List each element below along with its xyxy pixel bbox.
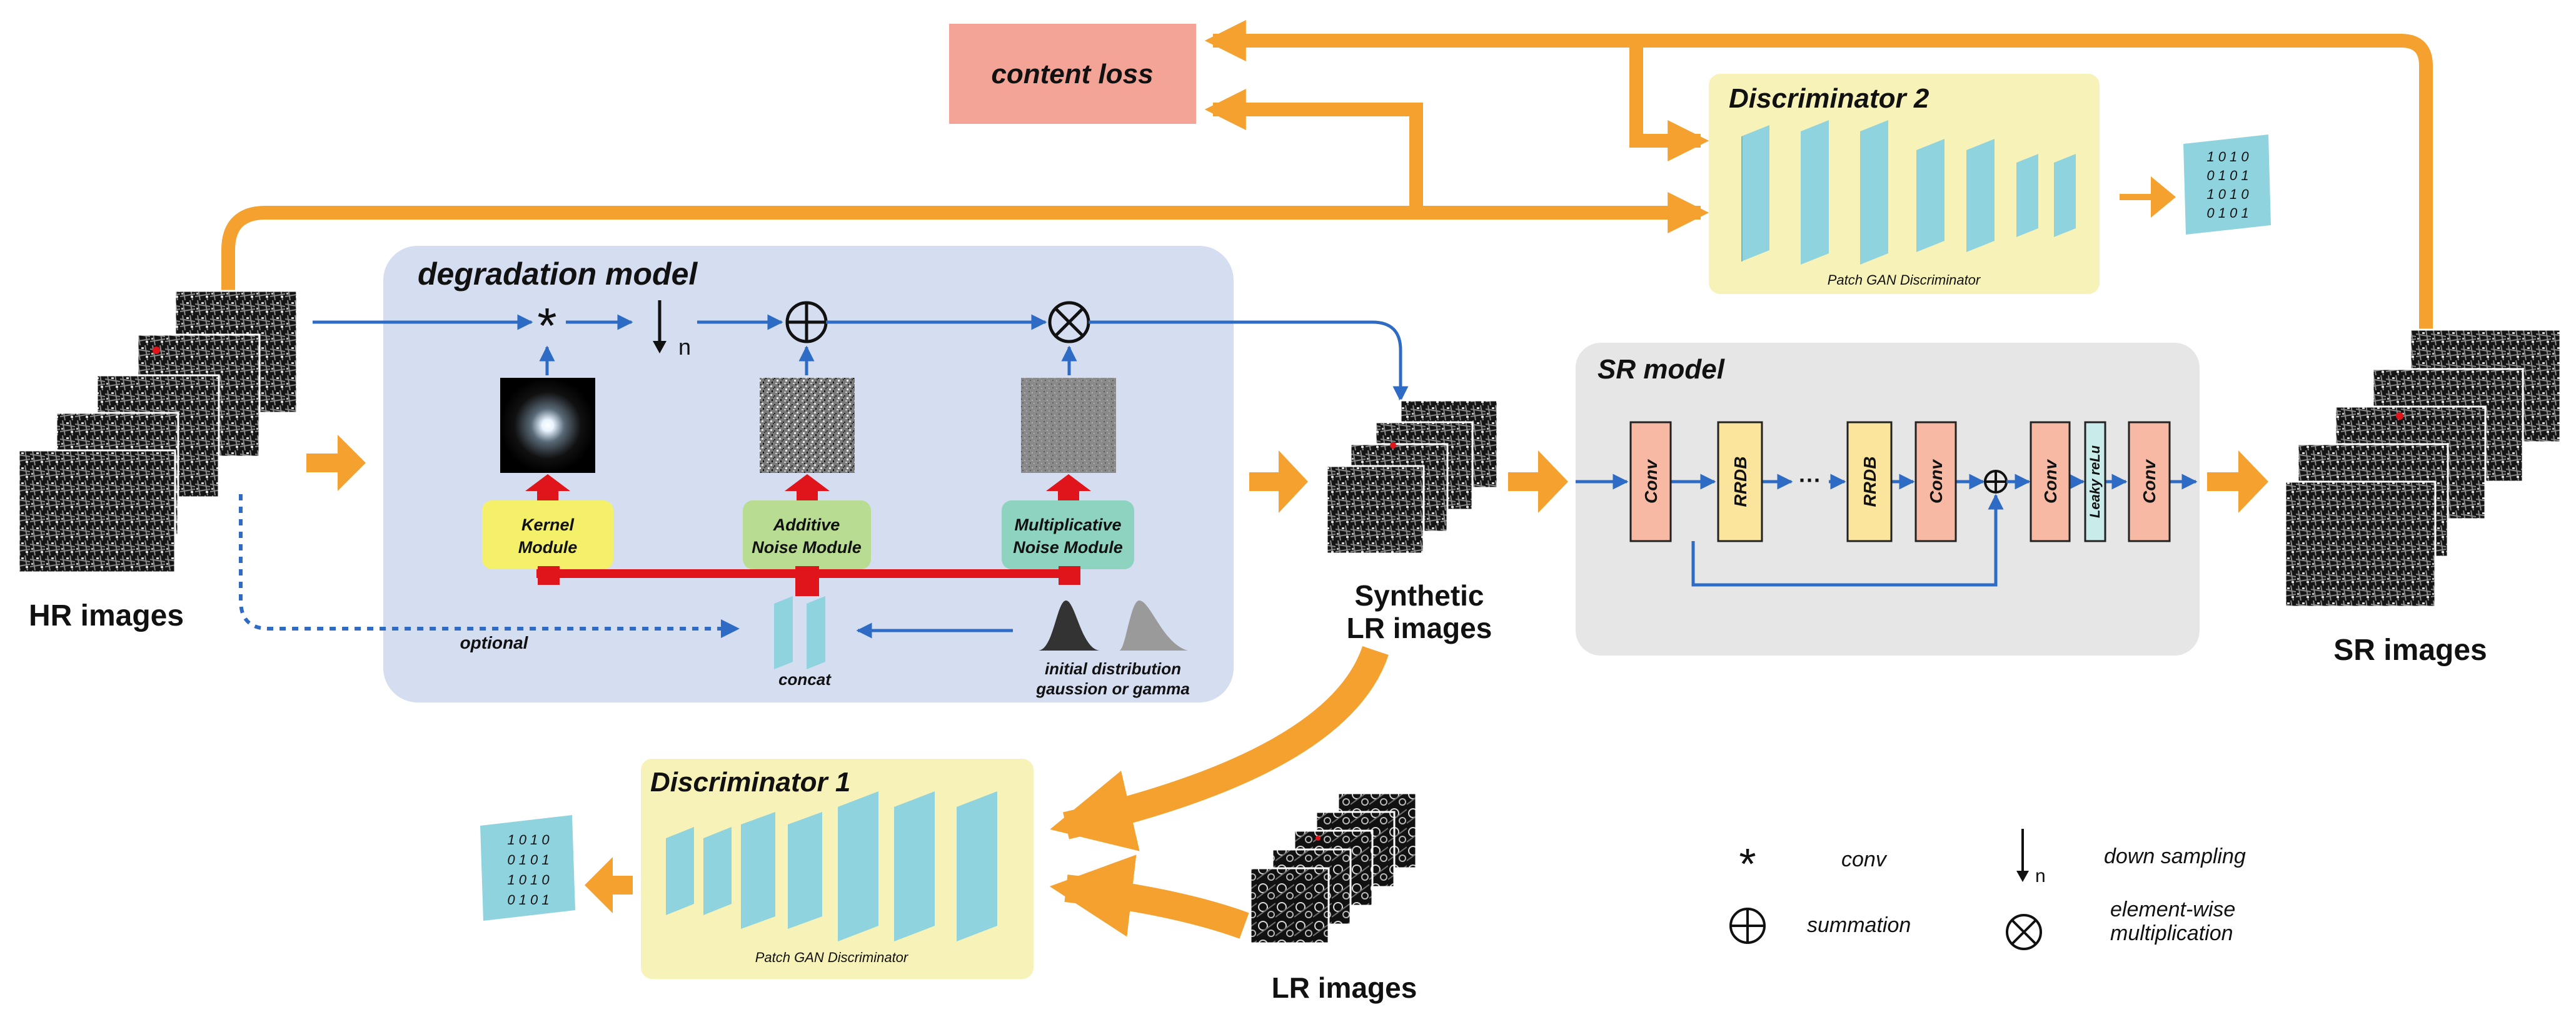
discriminator-2-layers — [1741, 120, 2076, 265]
svg-text:Leaky reLu: Leaky reLu — [2087, 445, 2103, 518]
content-loss-label: content loss — [991, 59, 1153, 89]
discriminator-1-caption: Patch GAN Discriminator — [755, 950, 909, 965]
lr-images-label: LR images — [1272, 971, 1417, 1004]
discriminator-2-title: Discriminator 2 — [1729, 83, 1929, 114]
svg-text:1 0 1 0: 1 0 1 0 — [2206, 149, 2249, 165]
hr-to-degradation-arrow — [306, 435, 366, 491]
svg-text:0 1 0 1: 0 1 0 1 — [2206, 168, 2248, 183]
svg-text:Conv: Conv — [1926, 459, 1946, 504]
sr-block-conv-2: Conv — [1914, 421, 1957, 542]
sr-block-conv-4: Conv — [2128, 421, 2171, 542]
legend-multiply-icon — [2006, 914, 2042, 950]
init-dist-sub-label: gaussion or gamma — [1035, 679, 1190, 698]
sr-images-stack — [2284, 328, 2562, 608]
sr-sum-icon — [1984, 470, 2008, 494]
legend-sum-icon — [1729, 908, 1766, 944]
svg-text:Additive: Additive — [773, 515, 840, 534]
svg-text:n: n — [2035, 866, 2046, 886]
concat-label: concat — [778, 670, 832, 689]
downsample-operator-icon: n — [653, 300, 691, 360]
discriminator-1-layers — [666, 791, 997, 941]
hr-images-stack — [18, 290, 298, 574]
svg-text:Conv: Conv — [2041, 459, 2060, 504]
distribution-curves-icon — [1038, 601, 1188, 651]
sr-images-label: SR images — [2333, 634, 2487, 667]
svg-text:Module: Module — [518, 538, 578, 557]
concat-block — [774, 596, 825, 669]
svg-text:0 1 0 1: 0 1 0 1 — [2206, 205, 2248, 221]
svg-text:Conv: Conv — [1641, 459, 1661, 504]
svg-text:0 1 0 1: 0 1 0 1 — [507, 892, 549, 908]
legend-downsample-icon: n — [2016, 829, 2046, 886]
multiplicative-noise-image — [1021, 378, 1116, 473]
legend-summation-label: summation — [1807, 913, 1911, 937]
synthetic-lr-label: Synthetic — [1354, 579, 1484, 612]
sr-block-rrdb-2: RRDB — [1846, 421, 1893, 542]
d2-output-arrow — [2120, 176, 2176, 218]
init-dist-label: initial distribution — [1045, 659, 1181, 678]
svg-text:RRDB: RRDB — [1860, 457, 1879, 507]
svg-text:Noise Module: Noise Module — [1013, 538, 1123, 557]
svg-text:Kernel: Kernel — [521, 515, 575, 534]
lr-to-sr-arrow — [1508, 450, 1568, 513]
multiplicative-noise-module: Multiplicative Noise Module — [1002, 500, 1134, 569]
discriminator-2: Discriminator 2 Patch GAN Discriminator — [1709, 74, 2100, 294]
sr-model: SR model ··· Conv RRDB RRDB — [1576, 343, 2200, 656]
synthetic-to-d1-arrow — [1050, 646, 1389, 851]
discriminator-2-caption: Patch GAN Discriminator — [1828, 272, 1981, 288]
legend-conv-label: conv — [1841, 848, 1888, 871]
svg-text:1 0 1 0: 1 0 1 0 — [2206, 186, 2249, 202]
legend-down-sampling-label: down sampling — [2104, 844, 2246, 868]
content-loss-box: content loss — [949, 24, 1196, 124]
d1-output-arrow — [585, 857, 633, 913]
sr-block-conv-1: Conv — [1629, 421, 1672, 542]
lr-images-stack — [1249, 792, 1417, 945]
synthetic-lr-label-2: LR images — [1347, 612, 1492, 644]
additive-noise-module: Additive Noise Module — [743, 500, 871, 569]
degradation-model: degradation model * n — [313, 246, 1409, 702]
additive-noise-image — [760, 378, 855, 473]
sr-skip-connection — [1691, 494, 2004, 587]
synthetic-lr-stack — [1326, 399, 1499, 555]
discriminator-1: Discriminator 1 Patch GAN Discriminator — [641, 759, 1034, 979]
svg-text:Conv: Conv — [2140, 459, 2159, 504]
patch-grid-output-2: 1 0 1 0 0 1 0 1 1 0 1 0 0 1 0 1 — [2183, 134, 2271, 235]
sr-to-output-arrow — [2207, 450, 2268, 513]
sr-block-rrdb-1: RRDB — [1717, 421, 1763, 542]
legend-elementwise-label: element-wise — [2110, 898, 2235, 921]
sr-block-leaky-relu: Leaky reLu — [2084, 421, 2106, 542]
optional-label: optional — [460, 633, 529, 652]
sr-ellipsis: ··· — [1799, 467, 1821, 493]
svg-text:Multiplicative: Multiplicative — [1014, 515, 1121, 534]
sum-operator-icon — [785, 301, 828, 343]
noise-distribution-bus — [536, 566, 1080, 596]
kernel-module: Kernel Module — [482, 500, 613, 569]
conv-operator-icon: * — [537, 298, 556, 353]
svg-text:RRDB: RRDB — [1731, 457, 1750, 507]
sr-model-title: SR model — [1597, 354, 1725, 385]
orange-connectors — [221, 20, 2433, 357]
module-output-arrows — [525, 474, 1091, 500]
hr-images-label: HR images — [29, 599, 184, 632]
degradation-pipeline: * n — [313, 298, 1409, 402]
patch-grid-output-1: 1 0 1 0 0 1 0 1 1 0 1 0 0 1 0 1 — [480, 815, 575, 921]
degradation-to-lr-arrow — [1249, 450, 1308, 513]
svg-text:1 0 1 0: 1 0 1 0 — [507, 832, 550, 848]
svg-text:n: n — [678, 334, 691, 360]
optional-path — [239, 494, 740, 638]
legend: * conv n down sampling summation element… — [1729, 829, 2246, 950]
blur-kernel-image — [500, 378, 595, 473]
sr-block-conv-3: Conv — [2030, 421, 2071, 542]
svg-text:Noise Module: Noise Module — [752, 538, 862, 557]
discriminator-1-title: Discriminator 1 — [650, 767, 850, 798]
svg-text:0 1 0 1: 0 1 0 1 — [507, 852, 549, 868]
degradation-title: degradation model — [418, 256, 698, 291]
svg-text:1 0 1 0: 1 0 1 0 — [507, 872, 550, 888]
legend-conv-icon: * — [1739, 839, 1756, 888]
legend-elementwise-label-2: multiplication — [2110, 921, 2233, 945]
lr-to-d1-arrow — [1049, 854, 1249, 939]
